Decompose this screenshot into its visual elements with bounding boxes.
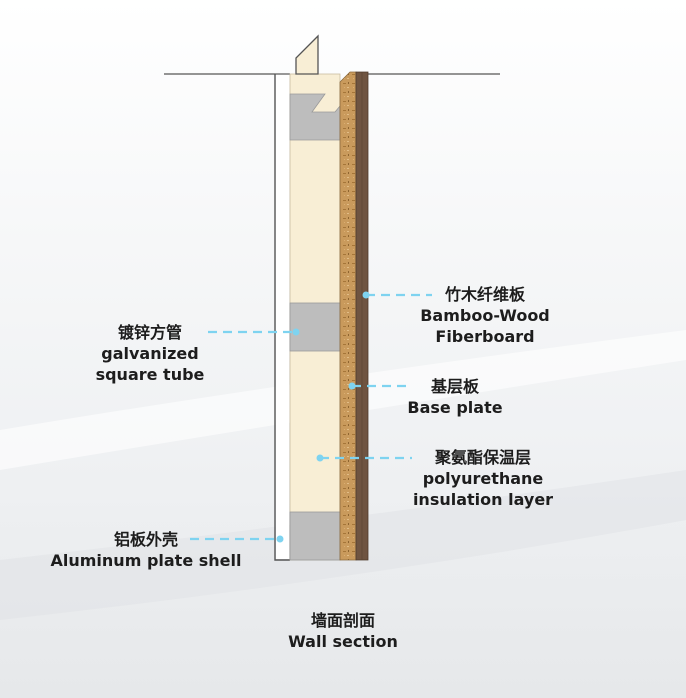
label-base-plate: 基层板 Base plate <box>395 376 515 418</box>
label-text: square tube <box>95 365 205 384</box>
label-text: Fiberboard <box>435 327 535 346</box>
caption-text: Wall section <box>288 632 398 651</box>
label-polyurethane-insulation: 聚氨酯保温层 polyurethane insulation layer <box>403 447 563 510</box>
top-cut-detail <box>295 34 319 75</box>
base-plate <box>339 71 357 561</box>
label-text: polyurethane <box>422 469 544 488</box>
label-aluminum-plate-shell: 铝板外壳 Aluminum plate shell <box>40 529 252 571</box>
aluminum-shell <box>276 75 289 559</box>
square-tube-top <box>289 93 341 141</box>
caption-text: 墙面剖面 <box>310 611 375 630</box>
label-text: 竹木纤维板 <box>444 285 525 304</box>
label-text: 铝板外壳 <box>113 530 178 549</box>
label-text: 聚氨酯保温层 <box>434 448 531 467</box>
aluminum-shell-outline <box>274 74 290 561</box>
figure-caption: 墙面剖面 Wall section <box>0 610 686 652</box>
label-text: 镀锌方管 <box>117 323 182 342</box>
label-text: Bamboo-Wood <box>420 306 550 325</box>
label-text: 基层板 <box>430 377 479 396</box>
label-text: Aluminum plate shell <box>50 551 242 570</box>
label-text: galvanized <box>101 344 199 363</box>
label-text: insulation layer <box>412 490 554 509</box>
label-text: Base plate <box>407 398 503 417</box>
label-galvanized-square-tube: 镀锌方管 galvanized square tube <box>80 322 220 385</box>
square-tube-middle <box>289 302 341 352</box>
square-tube-bottom <box>289 511 341 561</box>
label-bamboo-wood-fiberboard: 竹木纤维板 Bamboo-Wood Fiberboard <box>405 284 565 347</box>
